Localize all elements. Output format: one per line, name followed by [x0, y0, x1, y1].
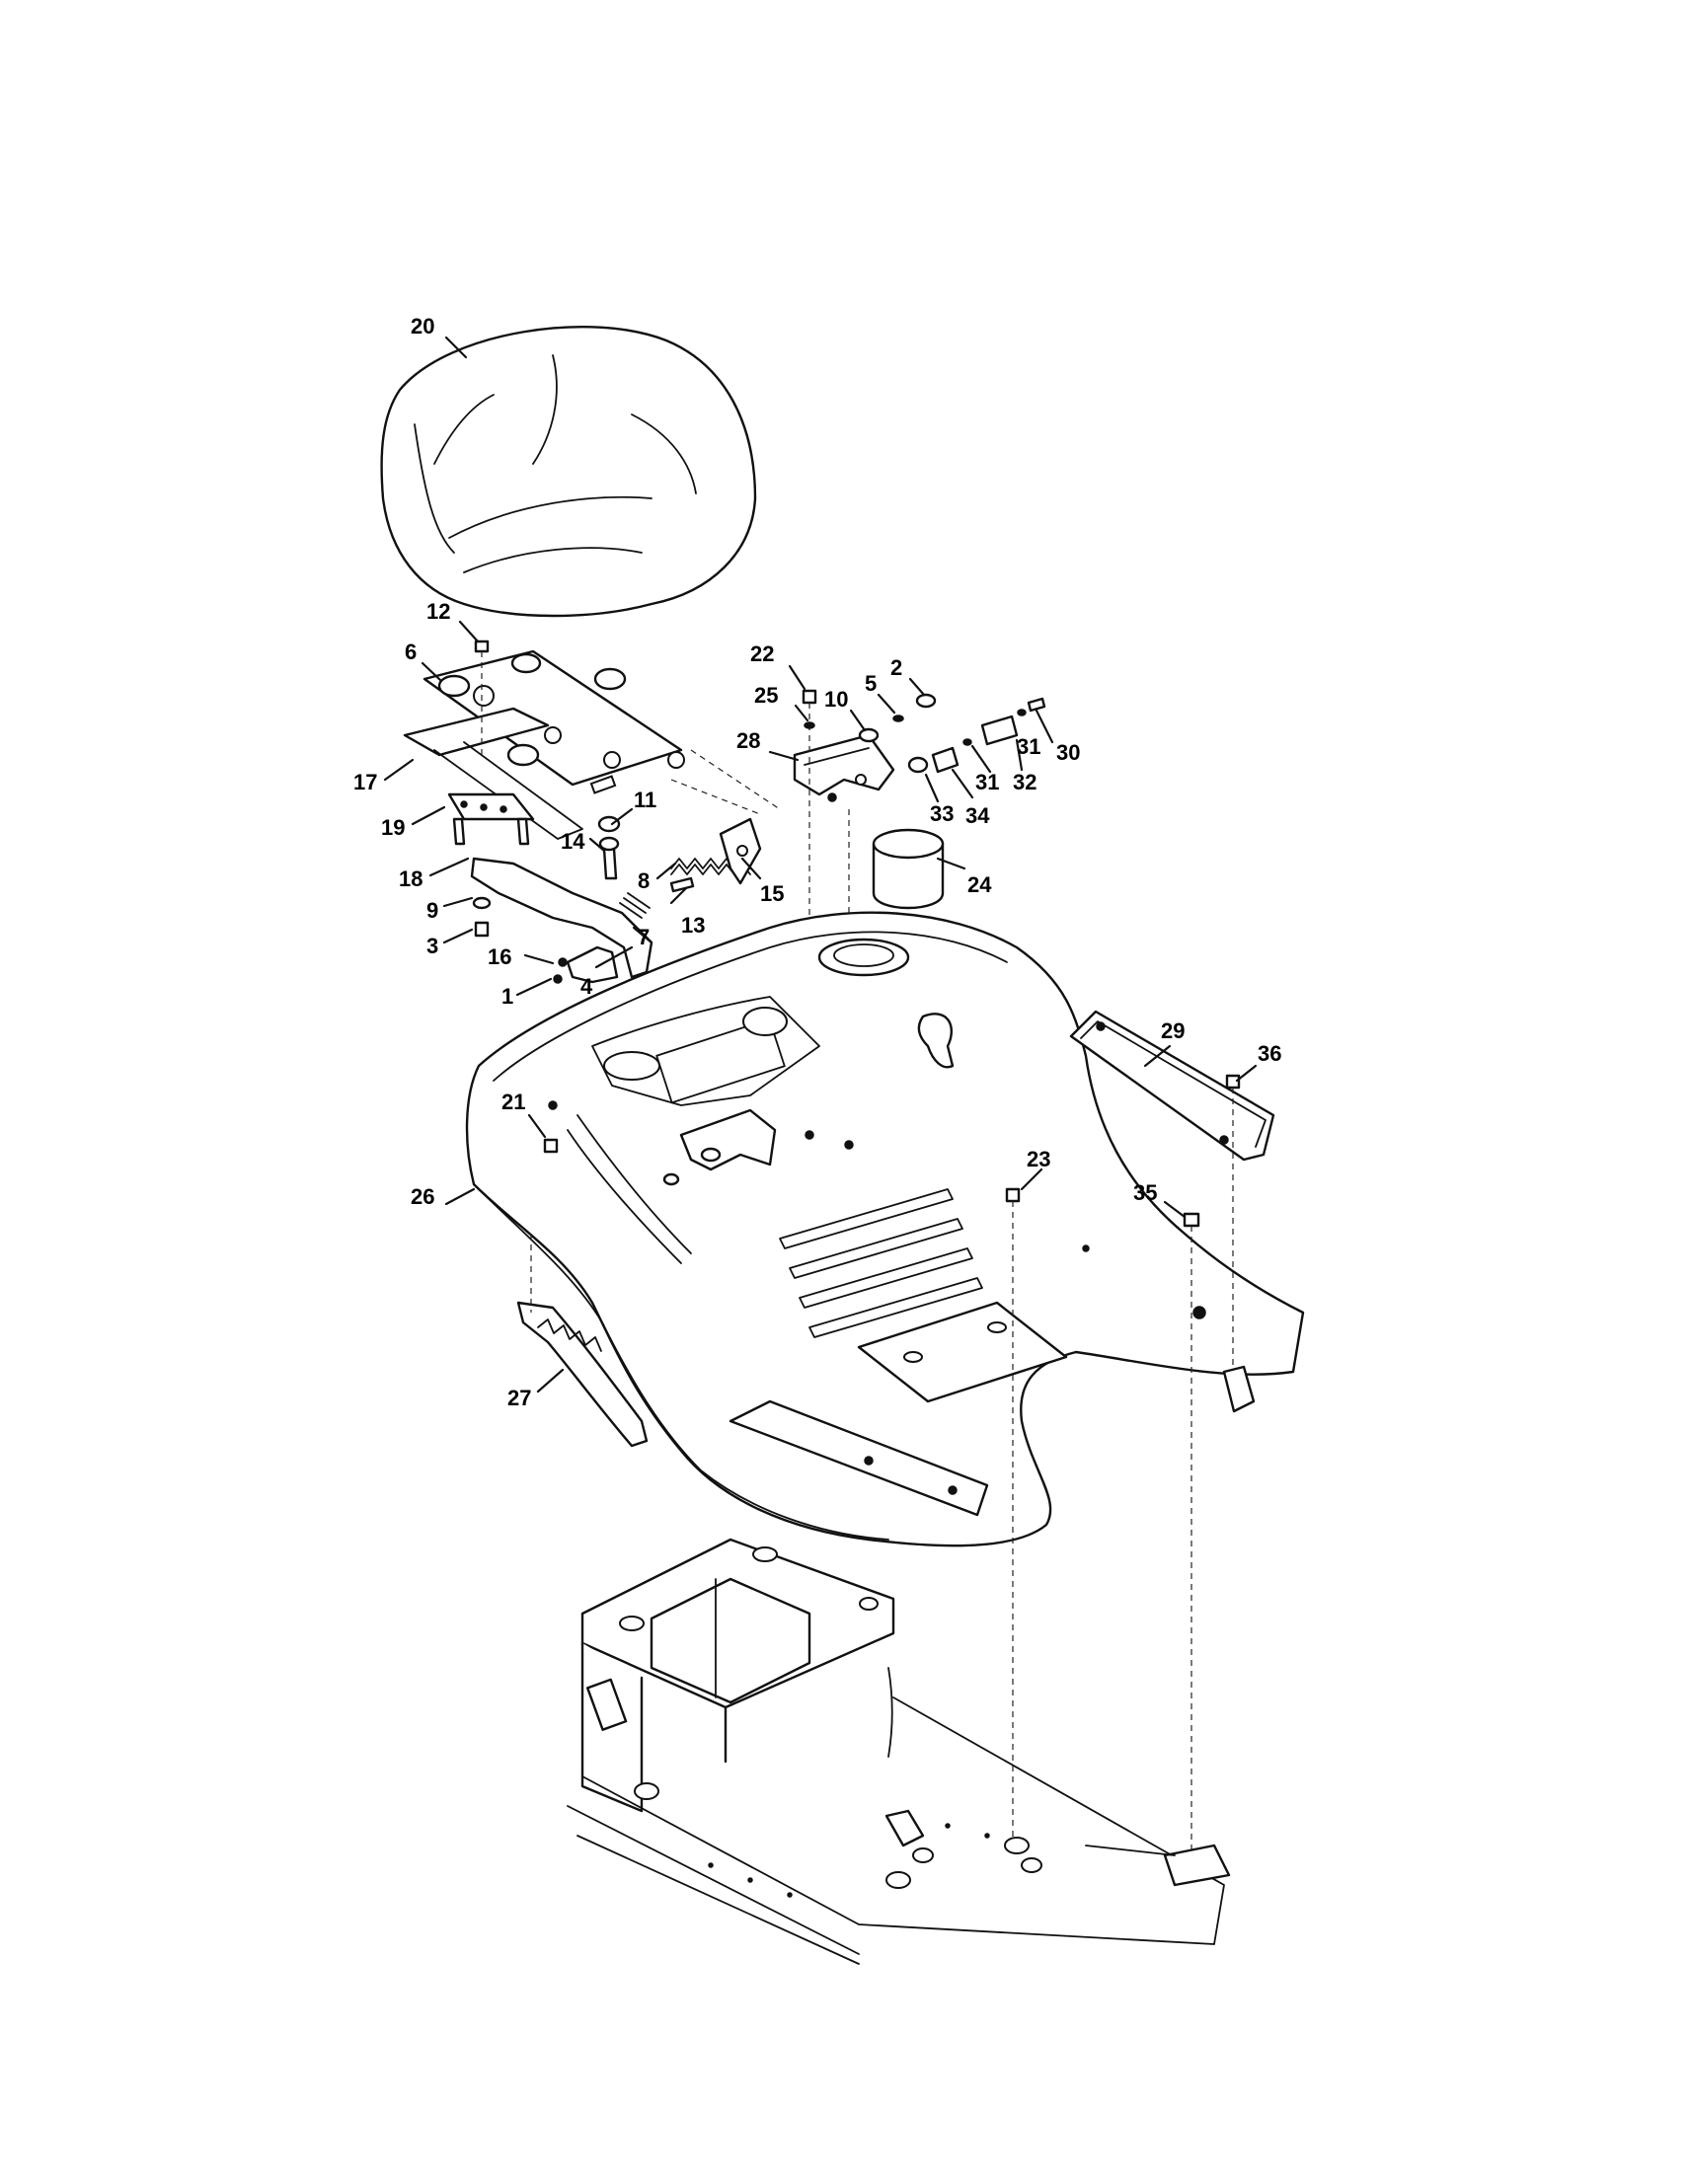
seat-bolt-part — [474, 640, 490, 760]
bolt-21-part — [543, 1138, 559, 1154]
bolt-23-part — [1005, 1187, 1021, 1845]
callout-labels: 20 12 6 17 19 11 14 18 9 3 16 1 4 7 8 13… — [353, 314, 1281, 1410]
callout-22: 22 — [750, 641, 774, 666]
callout-18: 18 — [399, 866, 422, 891]
fender-tab-part — [1222, 1365, 1256, 1413]
callout-20: 20 — [411, 314, 434, 339]
callout-26: 26 — [411, 1184, 434, 1209]
callout-4: 4 — [580, 974, 593, 999]
callout-5: 5 — [865, 671, 877, 696]
seat-part — [380, 326, 757, 618]
cup-holder-part — [872, 828, 945, 910]
callout-9: 9 — [426, 898, 438, 923]
callout-3: 3 — [426, 934, 438, 958]
callout-2: 2 — [890, 655, 902, 680]
callout-35: 35 — [1133, 1180, 1157, 1205]
washer-10-part — [858, 727, 880, 743]
callout-27: 27 — [507, 1386, 531, 1410]
callout-7: 7 — [638, 925, 650, 949]
callout-12: 12 — [426, 599, 450, 624]
fender-body-part — [465, 911, 1305, 1547]
seat-pan-part — [403, 649, 685, 840]
bolt-35-part — [1183, 1212, 1200, 1855]
callout-6: 6 — [405, 640, 417, 664]
callout-29: 29 — [1161, 1018, 1185, 1043]
callout-17: 17 — [353, 770, 377, 794]
callout-36: 36 — [1258, 1041, 1281, 1066]
fender-bracket-part — [662, 1108, 777, 1186]
callout-23: 23 — [1027, 1147, 1050, 1171]
leader-lines — [383, 336, 1258, 1393]
latch-part — [719, 817, 762, 885]
front-mat-part — [729, 1399, 989, 1517]
callout-24: 24 — [967, 872, 992, 897]
foot-plate-part — [1069, 1010, 1275, 1162]
callout-34: 34 — [965, 803, 990, 828]
callout-11: 11 — [634, 788, 656, 812]
callout-19: 19 — [381, 815, 405, 840]
washer-5-part — [892, 715, 904, 722]
adjust-rail-part — [447, 792, 621, 880]
callout-31-lower: 31 — [975, 770, 999, 794]
callout-31-upper: 31 — [1017, 734, 1040, 759]
washer-25-part — [804, 721, 815, 729]
callout-15: 15 — [760, 881, 784, 906]
switch-assembly-part — [907, 697, 1046, 774]
latch-bolt-part — [669, 876, 695, 893]
tractor-frame-part — [567, 1538, 1231, 1965]
callout-14: 14 — [561, 829, 585, 854]
bracket-small-part — [553, 945, 619, 984]
callout-1: 1 — [501, 984, 513, 1009]
callout-28: 28 — [736, 728, 760, 753]
callout-16: 16 — [488, 944, 511, 969]
callout-33: 33 — [930, 801, 954, 826]
callout-13: 13 — [681, 913, 705, 938]
adjust-lever-part — [470, 857, 653, 979]
seat-bumper-part — [437, 652, 627, 767]
callout-32: 32 — [1013, 770, 1036, 794]
callout-10: 10 — [824, 687, 848, 712]
callout-30: 30 — [1056, 740, 1080, 765]
nut-2-part — [915, 693, 937, 709]
bolt-36-part — [1225, 1074, 1241, 1372]
callout-8: 8 — [638, 868, 650, 893]
callout-25: 25 — [754, 683, 778, 708]
adjust-plate-part — [516, 1301, 649, 1448]
callout-21: 21 — [501, 1090, 525, 1114]
